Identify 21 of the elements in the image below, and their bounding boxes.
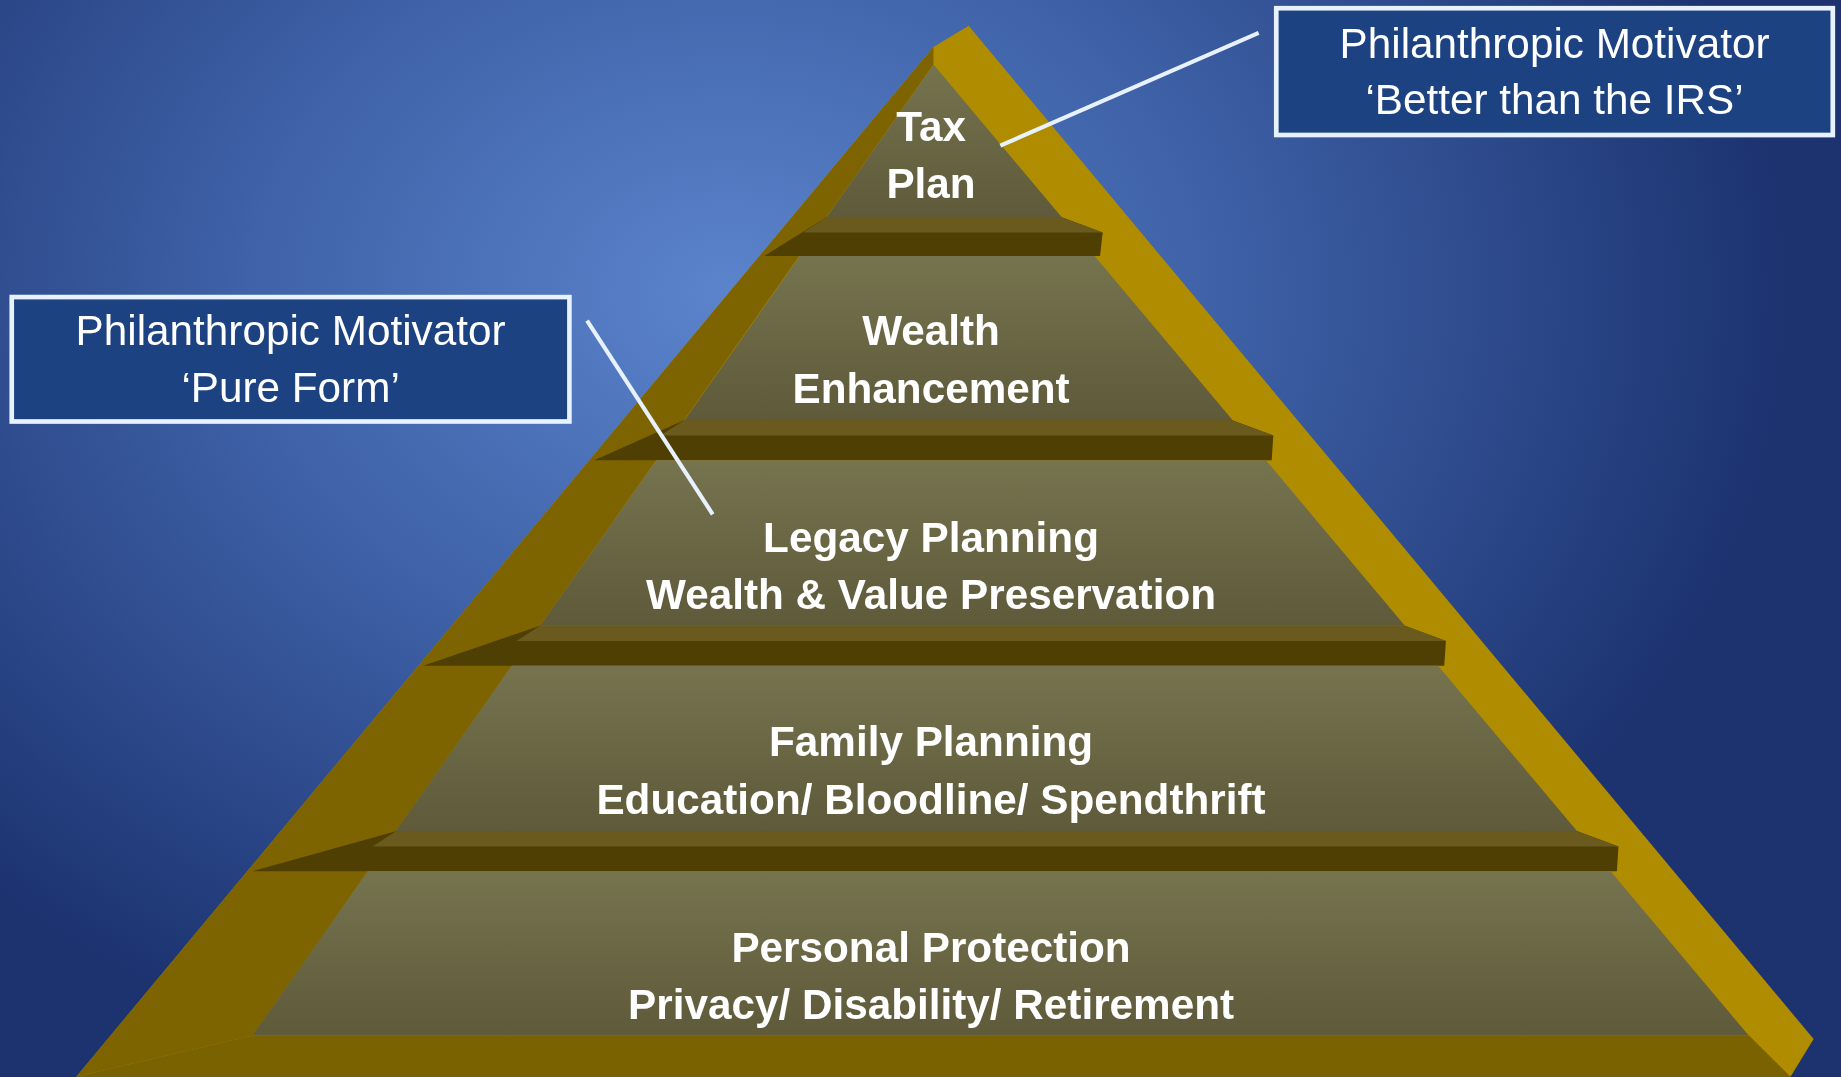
tier-title: Tax Plan xyxy=(885,101,977,210)
callout-text: Philanthropic Motivator xyxy=(74,305,507,357)
tier-title: Family Planning xyxy=(768,716,1095,768)
tier-subtitle: Privacy/ Disability/ Retirement xyxy=(627,979,1236,1031)
tier-title: Wealth Enhancement xyxy=(791,305,1071,415)
callout-text: ‘Pure Form’ xyxy=(180,361,401,413)
callout-box xyxy=(9,294,572,424)
tier-title: Legacy Planning xyxy=(762,512,1100,564)
callout-text: ‘Better than the IRS’ xyxy=(1364,74,1745,126)
pyramid-tier xyxy=(684,255,1233,421)
callout-box xyxy=(1273,5,1836,138)
leader-line xyxy=(585,319,715,516)
tier-title: Personal Protection xyxy=(730,921,1132,973)
pyramid-tier xyxy=(540,460,1405,626)
pyramid-tier xyxy=(395,665,1578,832)
tier-subtitle: Education/ Bloodline/ Spendthrift xyxy=(595,773,1267,826)
pyramid-tier xyxy=(252,871,1750,1036)
pyramid-tier xyxy=(826,64,1062,218)
leader-line xyxy=(999,31,1260,148)
callout-text: Philanthropic Motivator xyxy=(1338,17,1771,69)
tier-subtitle: Wealth & Value Preservation xyxy=(645,569,1218,621)
